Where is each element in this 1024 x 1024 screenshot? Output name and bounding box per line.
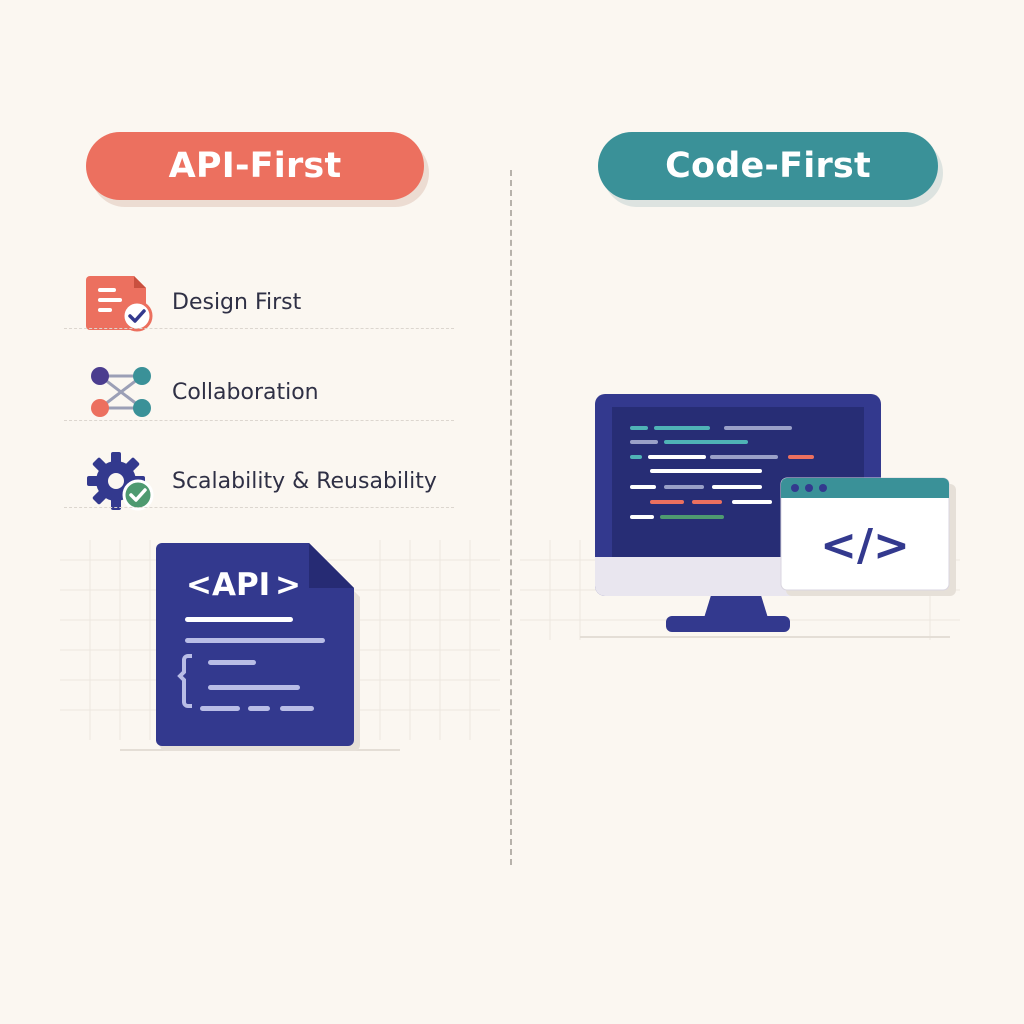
center-divider — [510, 170, 512, 865]
monitor-code-icon: </> — [520, 394, 960, 640]
document-check-icon — [86, 276, 153, 332]
feature-separator — [64, 328, 454, 329]
feature-label-design-first: Design First — [172, 290, 302, 315]
gear-check-icon — [87, 452, 154, 511]
feature-separator — [64, 507, 454, 508]
feature-label-scalability: Scalability & Reusability — [172, 469, 437, 494]
api-document-icon: <API > — [60, 540, 500, 751]
code-first-heading: Code-First — [598, 132, 938, 200]
api-first-heading: API-First — [86, 132, 424, 200]
api-document-title: <API — [186, 567, 270, 603]
feature-collaboration: Collaboration — [64, 362, 456, 422]
svg-text:>: > — [275, 567, 301, 603]
network-nodes-icon — [91, 367, 151, 417]
code-symbol: </> — [820, 520, 910, 571]
feature-label-collaboration: Collaboration — [172, 380, 319, 405]
feature-scalability: Scalability & Reusability — [64, 451, 456, 511]
feature-separator — [64, 420, 454, 421]
feature-design-first: Design First — [64, 272, 456, 332]
